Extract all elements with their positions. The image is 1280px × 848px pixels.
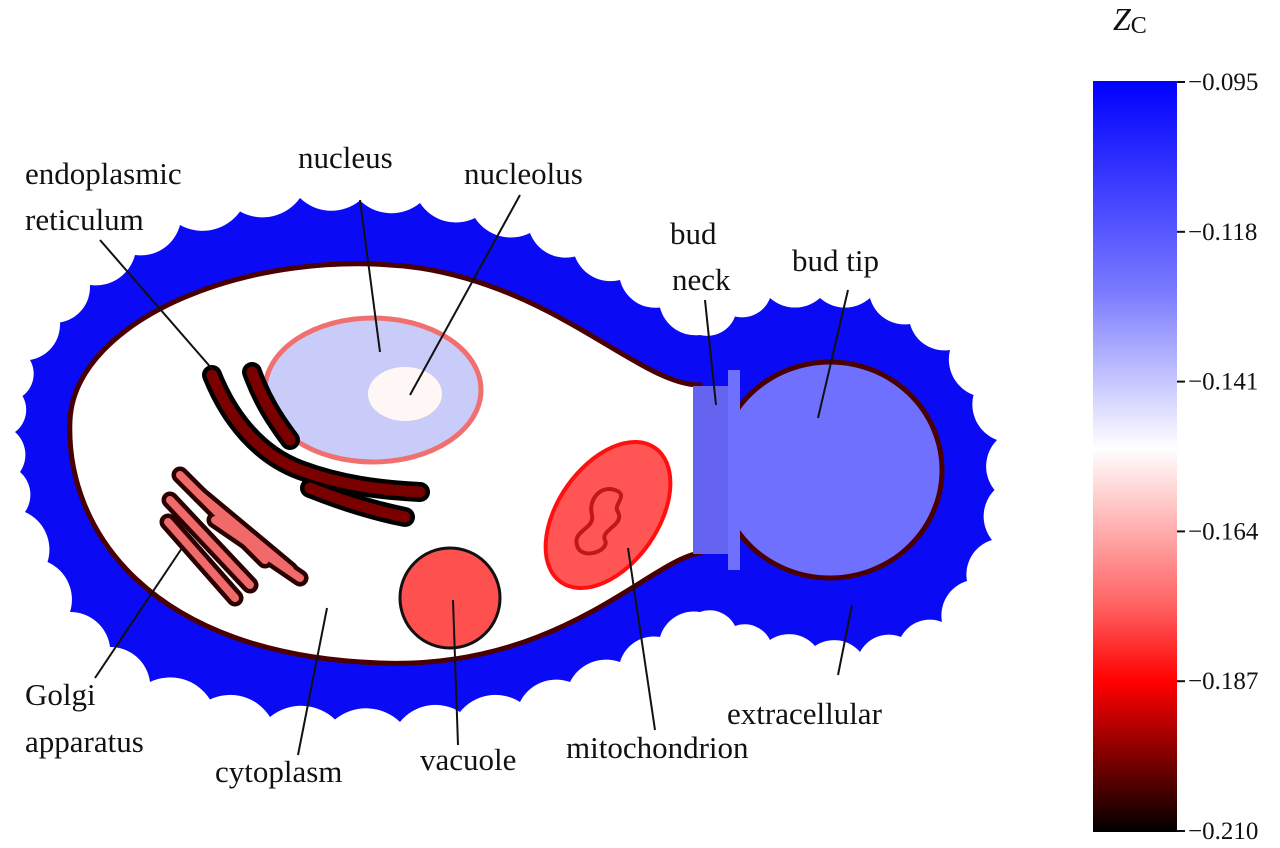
mitochondrion-cristae	[574, 487, 623, 556]
label-bud-tip: bud tip	[792, 243, 879, 278]
endoplasmic-reticulum-shape	[202, 362, 430, 527]
colorbar-tick-label: −0.095	[1188, 69, 1258, 96]
label-nucleus: nucleus	[298, 140, 393, 175]
label-cytoplasm: cytoplasm	[215, 754, 342, 789]
bud-tip-region	[715, 359, 945, 581]
bud-neck-region-2	[728, 370, 740, 570]
nucleolus-shape	[368, 367, 442, 421]
label-endoplasmic-reticulum-2: reticulum	[25, 202, 144, 237]
label-golgi-2: apparatus	[25, 724, 144, 759]
colorbar-gradient	[1093, 81, 1177, 832]
colorbar-tick-label: −0.210	[1188, 818, 1258, 845]
colorbar-tick-label: −0.141	[1188, 369, 1258, 396]
colorbar-tick-label: −0.164	[1188, 518, 1259, 545]
vacuole-shape	[398, 546, 502, 650]
label-extracellular: extracellular	[727, 696, 883, 731]
label-bud-neck-1: bud	[670, 216, 717, 251]
label-golgi-1: Golgi	[25, 677, 96, 712]
label-bud-neck-2: neck	[672, 262, 731, 297]
colorbar-title: ZC	[1113, 1, 1147, 39]
mitochondrion-shape	[543, 439, 673, 591]
golgi-shape	[159, 466, 309, 607]
colorbar-tick-label: −0.118	[1188, 219, 1257, 246]
colorbar: ZC −0.095 −0.118 −0.141 −0.164 −0.187 −0.210	[1093, 1, 1259, 845]
label-endoplasmic-reticulum-1: endoplasmic	[25, 156, 182, 191]
label-mitochondrion: mitochondrion	[566, 730, 749, 765]
colorbar-tick-label: −0.187	[1188, 668, 1258, 695]
label-vacuole: vacuole	[420, 742, 516, 777]
leader-lines	[94, 194, 853, 756]
bud-neck-region	[693, 386, 731, 554]
label-nucleolus: nucleolus	[464, 156, 583, 191]
